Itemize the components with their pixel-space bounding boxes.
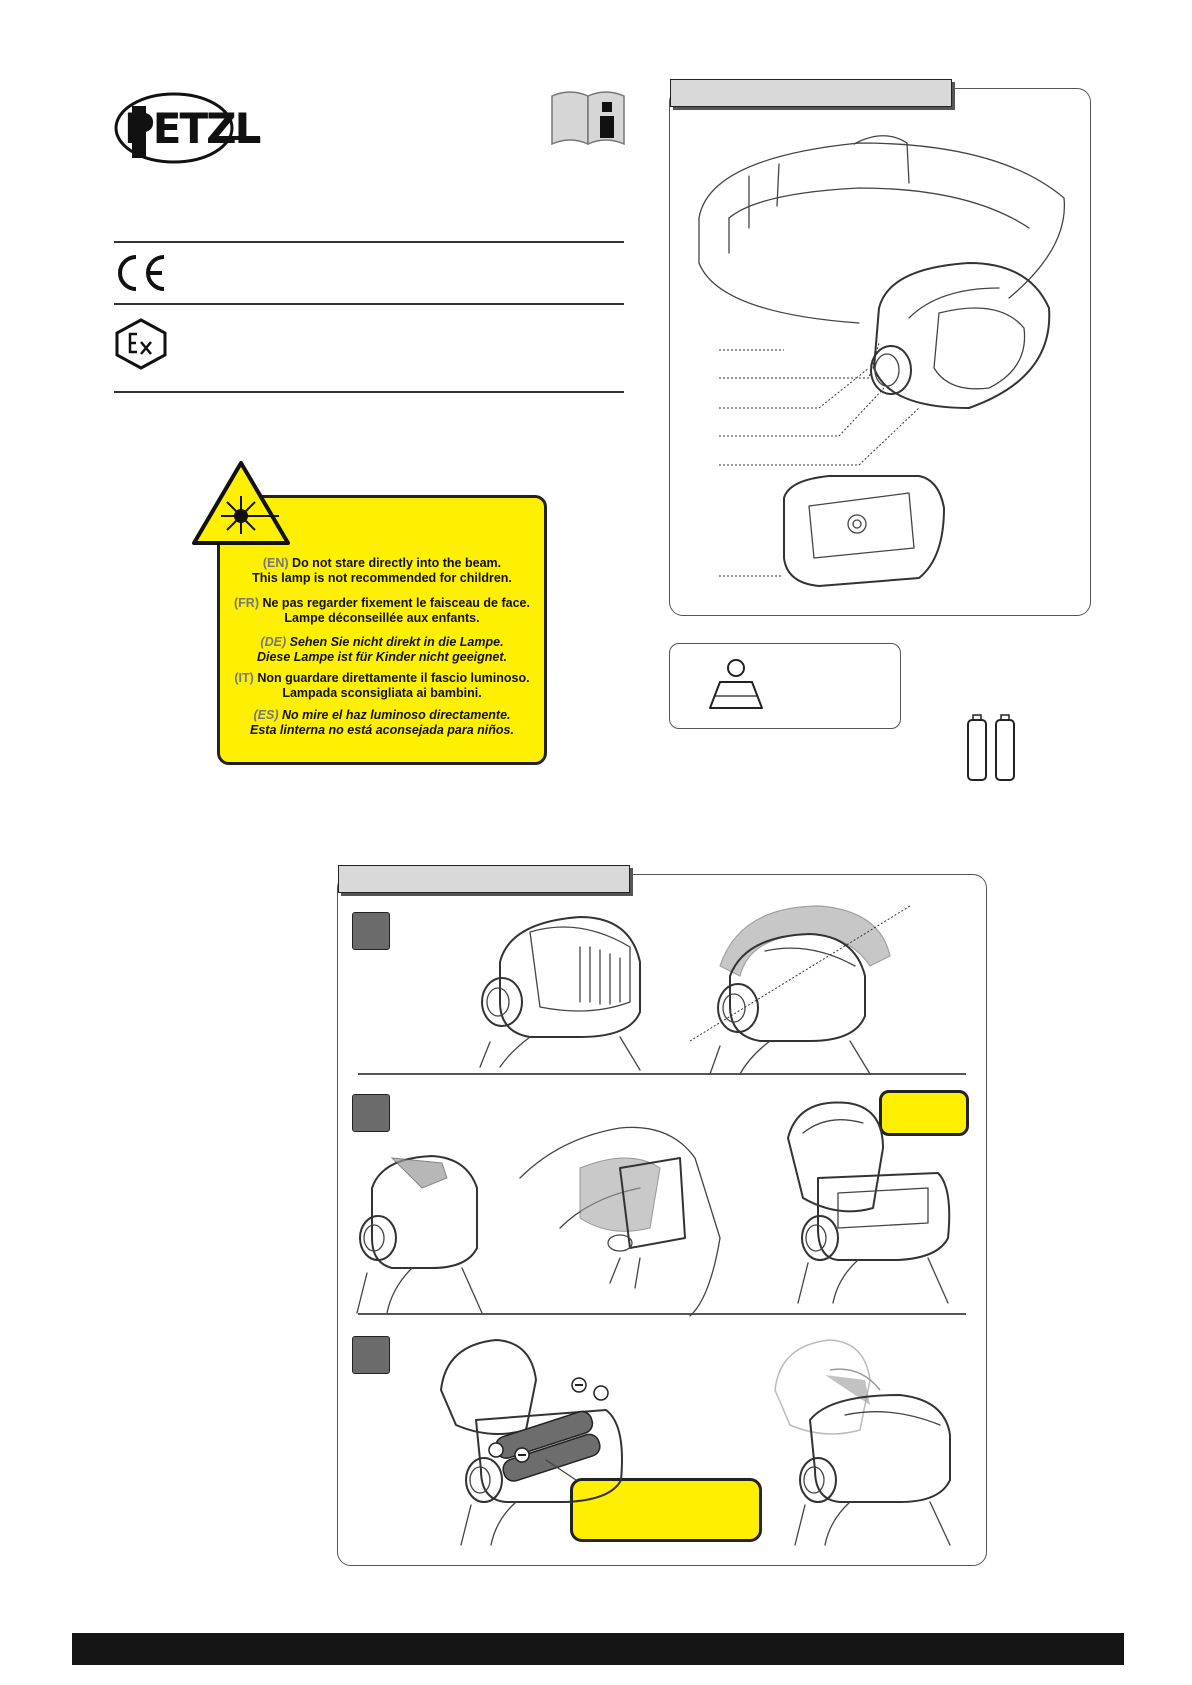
weight-icon (709, 659, 763, 709)
step-2-hand-open (519, 1126, 721, 1317)
step-3-callout (570, 1478, 762, 1542)
step-divider-1 (358, 1073, 966, 1075)
step-3-insert-batteries (440, 1339, 623, 1546)
petzl-logo: PETZL (114, 92, 264, 164)
middle-rule (114, 303, 624, 305)
ce-mark-icon (118, 255, 165, 291)
warning-de: (DE) Sehen Sie nicht direkt in die Lampe… (256, 635, 508, 664)
ex-hexagon-icon (115, 318, 167, 370)
step-2-lamp-open (787, 1101, 951, 1304)
step-2-lamp-slide (356, 1155, 483, 1314)
book-info-icon (551, 91, 625, 146)
step-1-lamp-closed (479, 916, 641, 1071)
warning-en: (EN) Do not stare directly into the beam… (252, 556, 512, 585)
weight-panel (669, 643, 901, 729)
step-1-marker (352, 912, 390, 950)
top-rule (114, 241, 624, 243)
step-3-marker (352, 1336, 390, 1374)
step-1-lamp-rotate (689, 905, 911, 1075)
step-2-callout (879, 1090, 969, 1136)
aa-batteries-icon (967, 714, 1015, 781)
product-overview-panel (669, 88, 1091, 616)
warning-fr: (FR) Ne pas regarder fixement le faiscea… (234, 596, 530, 625)
battery-installation-panel (337, 874, 987, 1566)
step-2-marker (352, 1094, 390, 1132)
bottom-rule (114, 391, 624, 393)
warning-es: (ES) No mire el haz luminoso directament… (250, 708, 514, 737)
petzl-logo-mark (114, 92, 260, 164)
installation-tab (338, 865, 630, 893)
laser-warning-icon (192, 461, 290, 545)
step-divider-2 (358, 1313, 966, 1315)
logo-text: PETZL (124, 104, 261, 153)
footer-bar (72, 1633, 1124, 1665)
warning-it: (IT) Non guardare direttamente il fascio… (234, 671, 530, 700)
step-3-lamp-close (774, 1339, 951, 1546)
product-overview-tab (670, 79, 952, 107)
headlamp-illustration (698, 135, 1066, 587)
